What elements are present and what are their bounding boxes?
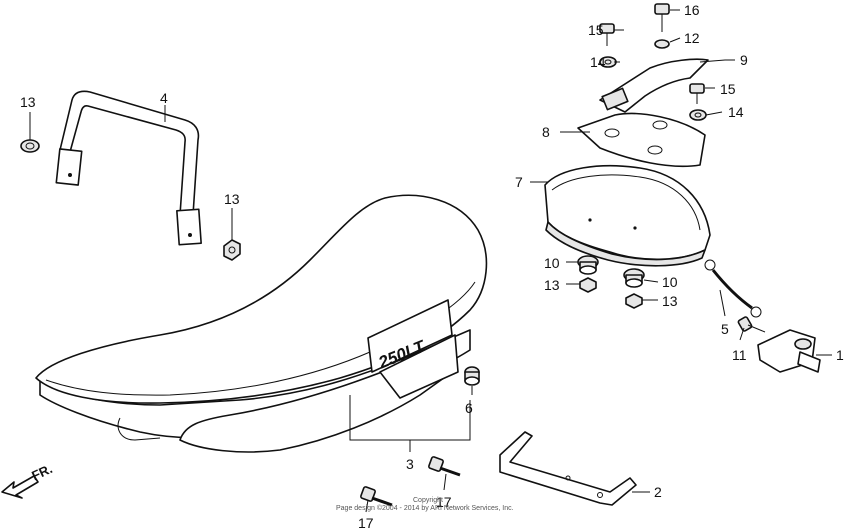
callout-16: 16: [684, 2, 700, 18]
svg-text:FR.: FR.: [29, 461, 54, 483]
callout-9: 9: [740, 52, 748, 68]
callout-13-box-right: 13: [662, 293, 678, 309]
callout-13-center: 13: [224, 191, 240, 207]
callout-5: 5: [721, 321, 729, 337]
nut-13-box-right[interactable]: [625, 293, 643, 309]
strap-bracket[interactable]: [599, 58, 709, 113]
callout-17-center: 17: [436, 494, 452, 510]
callout-13-left: 13: [20, 94, 36, 110]
callout-12: 12: [684, 30, 700, 46]
callout-14-right: 14: [728, 104, 744, 120]
callout-4: 4: [160, 90, 168, 106]
nut-13-box-left[interactable]: [579, 277, 597, 293]
tool-box[interactable]: [544, 164, 711, 267]
bolt-11[interactable]: [737, 316, 766, 333]
bolt-17-center[interactable]: [428, 456, 461, 477]
callout-11: 11: [732, 347, 747, 363]
washer-14-right[interactable]: [689, 109, 707, 121]
callout-13-box-left: 13: [544, 277, 560, 293]
callout-15-right: 15: [720, 81, 736, 97]
callout-8: 8: [542, 124, 550, 140]
nut-13-left[interactable]: [20, 139, 40, 153]
callout-14-top: 14: [590, 54, 606, 70]
svg-text:Copyright: Copyright: [413, 497, 443, 504]
bolt-16[interactable]: [654, 3, 670, 32]
svg-text:Page design ©2004 - 2014 by AR: Page design ©2004 - 2014 by ARI Network …: [336, 504, 514, 512]
callout-7: 7: [515, 174, 523, 190]
grommet-6[interactable]: [464, 366, 480, 386]
callout-numbers: 1 2 3 4 5 6 7 8 9 10 10 11 12 13 13 13 1…: [20, 2, 844, 531]
callout-10-right: 10: [662, 274, 678, 290]
washer-12[interactable]: [654, 39, 670, 49]
callout-3: 3: [406, 456, 414, 472]
callout-6: 6: [465, 400, 473, 416]
seat-lock[interactable]: [757, 329, 821, 373]
grommet-10-left[interactable]: [577, 255, 599, 275]
seat[interactable]: 250LT: [35, 194, 488, 453]
copyright: Copyright Page design ©2004 - 2014 by AR…: [336, 497, 514, 512]
callout-17-left: 17: [358, 515, 374, 531]
leader-lines: [29, 9, 832, 513]
grommet-10-right[interactable]: [623, 268, 645, 288]
bolt-15-right[interactable]: [689, 83, 705, 104]
seat-bracket[interactable]: [499, 431, 637, 506]
callout-10-left: 10: [544, 255, 560, 271]
callout-15-top: 15: [588, 22, 604, 38]
grab-rail[interactable]: [55, 90, 202, 246]
seat-lock-cable[interactable]: [704, 259, 762, 318]
box-lid[interactable]: [577, 112, 706, 168]
bolt-17-left[interactable]: [360, 486, 393, 507]
nut-13-center[interactable]: [223, 239, 241, 261]
front-direction-arrow: FR.: [1, 461, 55, 499]
callout-1: 1: [836, 347, 844, 363]
callout-2: 2: [654, 484, 662, 500]
bolt-15-top[interactable]: [599, 23, 615, 46]
